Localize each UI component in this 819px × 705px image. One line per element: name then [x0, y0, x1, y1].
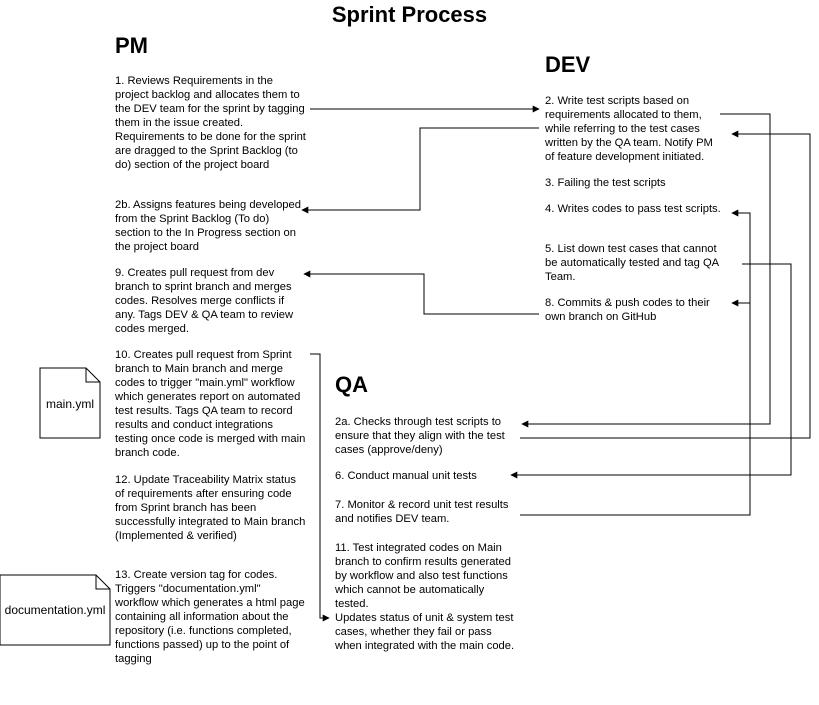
documentation-yml-label: documentation.yml — [5, 603, 106, 617]
arrow-dev8-to-pm9 — [303, 270, 539, 315]
dev-step-5: 5. List down test cases that cannot be a… — [545, 243, 719, 283]
main-yml-file-icon: main.yml — [39, 367, 101, 439]
pm-step-12: 12. Update Traceability Matrix status of… — [115, 474, 306, 542]
dev-step-8: 8. Commits & push codes to their own bra… — [545, 297, 710, 323]
lane-qa-heading: QA — [335, 372, 368, 397]
qa-step-2a: 2a. Checks through test scripts to ensur… — [335, 416, 505, 456]
arrow-qa2a-to-dev2 — [520, 130, 811, 439]
lane-pm-heading: PM — [115, 33, 148, 58]
dev-step-4: 4. Writes codes to pass test scripts. — [545, 203, 721, 215]
pm-step-2b: 2b. Assigns features being developed fro… — [115, 199, 301, 253]
diagram-title: Sprint Process — [331, 2, 488, 27]
pm-step-9: 9. Creates pull request from dev branch … — [115, 267, 294, 335]
lane-dev-heading: DEV — [545, 52, 591, 77]
arrow-pm10-to-qa11 — [310, 353, 330, 622]
qa-step-11: 11. Test integrated codes on Main branch… — [335, 542, 515, 652]
dev-step-3: 3. Failing the test scripts — [545, 177, 666, 189]
main-yml-label: main.yml — [46, 397, 94, 411]
dev-step-2: 2. Write test scripts based on requireme… — [545, 95, 713, 163]
qa-step-6: 6. Conduct manual unit tests — [335, 470, 477, 482]
qa-step-7: 7. Monitor & record unit test results an… — [335, 499, 509, 525]
documentation-yml-file-icon: documentation.yml — [0, 574, 111, 646]
arrow-dev2-to-qa2a — [521, 113, 771, 428]
arrow-dev2-to-pm2b — [301, 127, 539, 214]
arrow-dev5-to-qa6 — [510, 263, 792, 479]
pm-step-13: 13. Create version tag for codes. Trigge… — [115, 569, 305, 665]
arrow-qa7-to-dev — [520, 209, 751, 516]
pm-step-1: 1. Reviews Requirements in the project b… — [115, 75, 306, 171]
pm-step-10: 10. Creates pull request from Sprint bra… — [115, 349, 306, 459]
